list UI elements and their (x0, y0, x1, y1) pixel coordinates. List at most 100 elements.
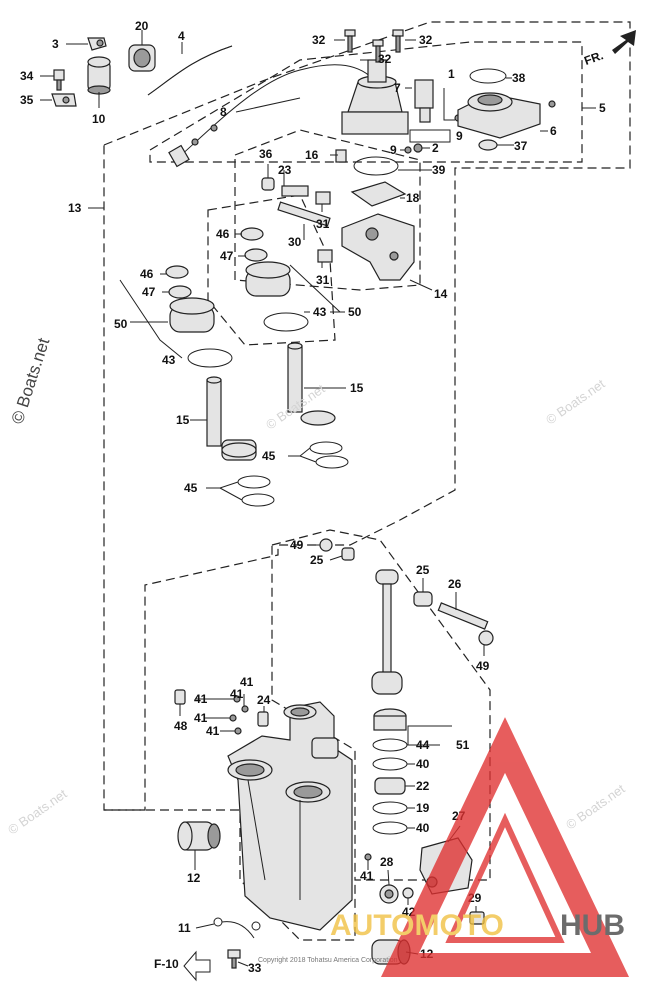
label-43b: 43 (162, 353, 176, 367)
label-25a: 25 (310, 553, 324, 567)
label-30: 30 (288, 235, 302, 249)
rings-40-44-22-19 (372, 738, 408, 835)
label-35: 35 (20, 93, 34, 107)
copyright-text: Copyright 2018 Tohatsu America Corporati… (258, 957, 398, 964)
label-26: 26 (448, 577, 462, 591)
bolt-34 (53, 69, 65, 91)
label-3: 3 (52, 37, 59, 51)
label-1: 1 (448, 67, 455, 81)
label-33: 33 (248, 961, 262, 975)
oring-38 (469, 68, 507, 84)
outline-5 (149, 41, 583, 163)
collar-10 (87, 56, 111, 95)
label-22: 22 (416, 779, 430, 793)
label-37: 37 (514, 139, 528, 153)
piston-group-left (165, 265, 233, 368)
logo-text-part1: AUTOMOTO (330, 909, 504, 942)
label-41f: 41 (360, 869, 374, 883)
label-13: 13 (68, 201, 82, 215)
cap-37 (478, 139, 498, 151)
cylinder-body (227, 701, 353, 931)
label-11: 11 (178, 921, 191, 935)
label-46a: 46 (216, 227, 230, 241)
watermark-main: © Boats.net (8, 335, 54, 426)
label-41e: 41 (206, 724, 220, 738)
label-38: 38 (512, 71, 526, 85)
label-41b: 41 (194, 692, 208, 706)
label-12a: 12 (187, 871, 201, 885)
label-31b: 31 (316, 273, 330, 287)
reference-arrow-icon (183, 950, 211, 982)
reference-label: F-10 (154, 957, 179, 971)
label-51: 51 (456, 738, 470, 752)
label-8: 8 (220, 105, 227, 119)
label-40a: 40 (416, 757, 430, 771)
label-5: 5 (599, 101, 606, 115)
label-49b: 49 (476, 659, 490, 673)
automotohub-logo: AUTOMOTO HUB (330, 717, 630, 977)
label-16: 16 (305, 148, 319, 162)
label-6: 6 (550, 124, 557, 138)
parts-top-left (51, 37, 233, 107)
label-32b: 32 (419, 33, 433, 47)
ring-49a (319, 538, 333, 552)
switch-1 (409, 79, 451, 143)
label-7: 7 (394, 81, 401, 95)
label-46b: 46 (140, 267, 154, 281)
reservoir-6 (457, 92, 556, 139)
label-41c: 41 (230, 687, 244, 701)
gear-28 (379, 884, 399, 904)
label-45b: 45 (184, 481, 198, 495)
label-31a: 31 (316, 217, 330, 231)
label-24: 24 (257, 693, 271, 707)
direction-arrow-icon (612, 30, 636, 54)
valves-23-30-31 (261, 149, 347, 263)
piston-rod-15-right (287, 342, 336, 426)
bolts-41 (229, 695, 372, 861)
label-25b: 25 (416, 563, 430, 577)
watermark-5: © Boats.net (563, 781, 628, 833)
label-43a: 43 (313, 305, 327, 319)
ring-42 (402, 887, 414, 899)
piston-rod-15-left (206, 376, 257, 461)
logo-triangle-icon (380, 717, 630, 977)
bracket-35 (51, 93, 77, 107)
bushing-25b (413, 591, 433, 607)
pin-26 (437, 602, 489, 630)
hose-4 (147, 45, 233, 96)
tilt-rod (371, 569, 407, 731)
wire-lead-8 (168, 64, 373, 168)
label-32c: 32 (378, 52, 392, 66)
label-50a: 50 (348, 305, 362, 319)
label-2: 2 (432, 141, 439, 155)
label-20: 20 (135, 19, 149, 33)
clip-3 (87, 37, 107, 51)
label-49a: 49 (290, 538, 304, 552)
oring-39 (353, 156, 399, 176)
label-47b: 47 (142, 285, 156, 299)
bolt-33 (227, 949, 241, 969)
label-9b: 9 (390, 143, 397, 157)
bolts-32 (344, 29, 404, 63)
label-32a: 32 (312, 33, 326, 47)
label-36: 36 (259, 147, 273, 161)
logo-inner-triangle-icon (445, 812, 565, 943)
label-47a: 47 (220, 249, 234, 263)
label-28: 28 (380, 855, 394, 869)
label-48: 48 (174, 719, 188, 733)
label-39: 39 (432, 163, 446, 177)
bushing-25a (341, 547, 355, 561)
grommet-20 (128, 44, 156, 72)
bolt-29 (469, 911, 485, 925)
label-45a: 45 (262, 449, 276, 463)
outline-13 (103, 21, 631, 811)
screw-9a (404, 146, 412, 154)
bushing-12-left (177, 821, 221, 851)
label-9a: 9 (456, 129, 463, 143)
label-14: 14 (434, 287, 448, 301)
label-50b: 50 (114, 317, 128, 331)
screw-2 (413, 143, 423, 153)
direction-label: FR. (582, 48, 605, 68)
ground-lead-11 (213, 917, 261, 939)
label-44: 44 (416, 738, 430, 752)
